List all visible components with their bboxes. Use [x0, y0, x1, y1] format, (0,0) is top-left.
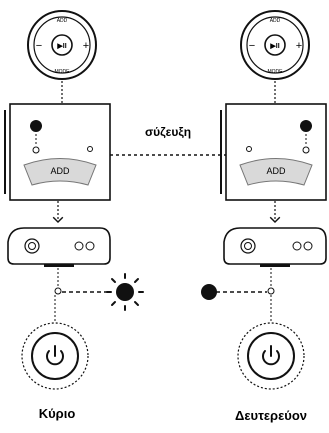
unit-label-primary: Κύριο	[39, 406, 76, 421]
remote-play-pause[interactable]: ▶II	[56, 43, 66, 50]
remote-minus[interactable]: −	[36, 40, 42, 52]
power-icon	[262, 345, 280, 366]
add-button[interactable]	[239, 158, 313, 186]
add-button-label: ADD	[266, 166, 286, 176]
remote-primary: ADD MODE − + ▶II	[27, 10, 97, 80]
panel-primary: ADD	[4, 103, 111, 201]
remote-minus[interactable]: −	[249, 40, 255, 52]
led-dot-icon	[30, 120, 42, 132]
remote-plus[interactable]: +	[83, 40, 89, 52]
power-icon	[46, 345, 64, 366]
add-button-label: ADD	[50, 166, 70, 176]
remote-mode-label[interactable]: MODE	[268, 69, 284, 75]
sun-led-icon	[106, 273, 144, 311]
speaker-primary	[7, 227, 111, 267]
remote-play-pause[interactable]: ▶II	[269, 43, 279, 50]
power-button-primary[interactable]	[21, 322, 89, 390]
led-dot-icon	[300, 120, 312, 132]
panel-secondary: ADD	[220, 103, 327, 201]
add-button[interactable]	[23, 158, 97, 186]
remote-secondary: ADD MODE − + ▶II	[240, 10, 310, 80]
speaker-secondary	[223, 227, 327, 267]
unit-label-secondary: Δευτερεύον	[235, 408, 307, 423]
pairing-label: σύζευξη	[145, 125, 191, 139]
remote-plus[interactable]: +	[296, 40, 302, 52]
remote-add-label[interactable]: ADD	[57, 18, 68, 24]
power-button-secondary[interactable]	[237, 322, 305, 390]
led-dot-icon	[201, 284, 217, 300]
remote-add-label[interactable]: ADD	[270, 18, 281, 24]
remote-mode-label[interactable]: MODE	[55, 69, 71, 75]
